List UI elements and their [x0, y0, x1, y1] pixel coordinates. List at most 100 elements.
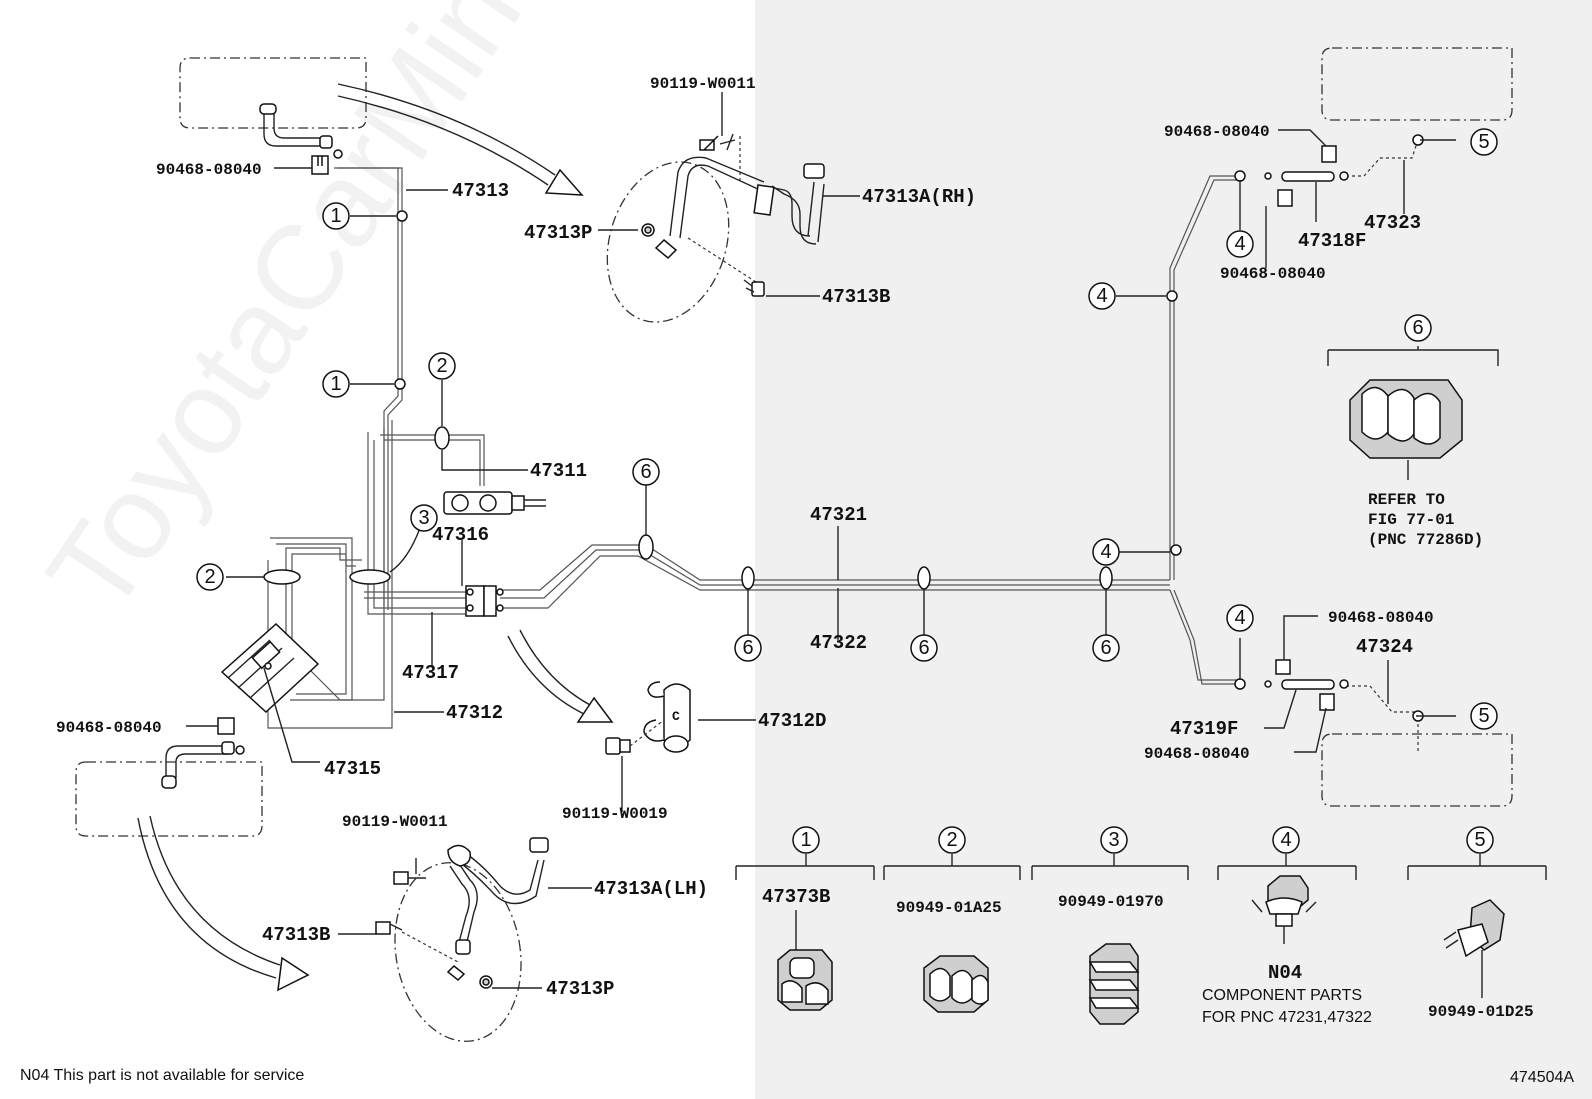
- bolt-90119-w0019: [605, 719, 665, 755]
- legend-callout-1: 1: [792, 826, 820, 854]
- clip-90468-tr1: [1321, 145, 1337, 163]
- label-refer-2: FIG 77-01: [1368, 511, 1454, 529]
- legend-bracket-4: [1217, 854, 1357, 880]
- label-47313A-rh: 47313A(RH): [862, 186, 976, 208]
- clip-90468-tr2: [1277, 189, 1293, 207]
- svg-text:5: 5: [1478, 705, 1489, 727]
- brake-valve-47311: [443, 491, 546, 515]
- legend-bracket-2: [883, 854, 1021, 880]
- clip-point-1b: [394, 378, 406, 390]
- label-47313B-top: 47313B: [822, 286, 890, 308]
- legend-callout-5: 5: [1466, 826, 1494, 854]
- callout-1-b: 1: [322, 370, 350, 398]
- clip-point-4c: [1234, 170, 1246, 182]
- callout-4-b: 4: [1092, 538, 1120, 566]
- footer-note: N04 This part is not available for servi…: [20, 1067, 304, 1084]
- clamp-6-b: [741, 566, 755, 590]
- svg-text:2: 2: [204, 566, 215, 588]
- label-47313P-bottom: 47313P: [546, 978, 614, 1000]
- arrow-to-lh-hose: [137, 815, 310, 992]
- leader-lines: [186, 92, 1456, 989]
- legend-bracket-3: [1031, 854, 1189, 880]
- legend-label-90949-01D25: 90949-01D25: [1428, 1003, 1534, 1021]
- label-47322: 47322: [810, 632, 867, 654]
- svg-text:4: 4: [1234, 233, 1245, 255]
- callout-4-a: 4: [1088, 282, 1116, 310]
- label-90119-w0019: 90119-W0019: [562, 805, 668, 823]
- svg-text:6: 6: [1412, 317, 1423, 339]
- svg-text:5: 5: [1478, 131, 1489, 153]
- arrow-to-rh-hose: [337, 83, 584, 196]
- callout-2-b: 2: [196, 563, 224, 591]
- pipe-to-rear-mid: [500, 549, 1170, 599]
- label-47312: 47312: [446, 702, 503, 724]
- callout-6-a: 6: [632, 458, 660, 486]
- callout-2-a: 2: [428, 352, 456, 380]
- clip-90468-left: [217, 717, 235, 735]
- label-refer-1: REFER TO: [1368, 491, 1445, 509]
- legend-label-47373B: 47373B: [762, 886, 830, 908]
- legend-clip-90949-01D25: [1443, 899, 1505, 998]
- svg-text:2: 2: [436, 355, 447, 377]
- label-47313: 47313: [452, 180, 509, 202]
- label-47313P-top: 47313P: [524, 222, 592, 244]
- label-47323: 47323: [1364, 212, 1421, 234]
- legend-label-90949-01970: 90949-01970: [1058, 893, 1164, 911]
- label-47317: 47317: [402, 662, 459, 684]
- legend-label-90949-01A25: 90949-01A25: [896, 899, 1002, 917]
- label-47313A-lh: 47313A(LH): [594, 878, 708, 900]
- label-90468-tr2: 90468-08040: [1220, 265, 1326, 283]
- label-90468-left: 90468-08040: [56, 719, 162, 737]
- label-47312D: 47312D: [758, 710, 826, 732]
- pipe-47319F-route-2: [1173, 589, 1240, 685]
- legend-label-component-1: COMPONENT PARTS: [1202, 987, 1362, 1004]
- arrow-to-47312D: [507, 629, 614, 723]
- legend-bracket-5: [1407, 854, 1547, 880]
- grommet-3: [349, 569, 391, 585]
- legend-callout-2: 2: [938, 826, 966, 854]
- union-block-47316: [465, 585, 504, 617]
- legend-clip-N04: [1251, 875, 1317, 944]
- clamp-6-illustration: [1327, 346, 1499, 480]
- label-47313B-bottom: 47313B: [262, 924, 330, 946]
- hose-47324-dotted: [1346, 685, 1419, 752]
- callout-5-a: 5: [1470, 128, 1498, 156]
- callout-5-b: 5: [1470, 702, 1498, 730]
- label-47319F: 47319F: [1170, 718, 1238, 740]
- body-outline-bottom-left: [75, 761, 263, 837]
- label-90119-w0011-bottom: 90119-W0011: [342, 813, 448, 831]
- clip-90468-mr2: [1319, 693, 1335, 711]
- legend-label-N04: N04: [1268, 962, 1302, 984]
- svg-text:3: 3: [418, 507, 429, 529]
- callout-4-d: 4: [1226, 604, 1254, 632]
- legend-clamp-90949-01970: [1088, 943, 1140, 1025]
- legend-callout-4: 4: [1272, 826, 1300, 854]
- svg-text:1: 1: [330, 373, 341, 395]
- clip-point-4b: [1170, 544, 1182, 556]
- hose-assembly-lh: [375, 837, 549, 1042]
- flex-hose-47319F: [1264, 679, 1349, 690]
- label-47316: 47316: [432, 524, 489, 546]
- callout-3: 3: [410, 504, 438, 532]
- label-90119-w0011-top: 90119-W0011: [650, 75, 756, 93]
- flexible-hose-bottom-left: [161, 741, 245, 789]
- callout-4-c: 4: [1226, 230, 1254, 258]
- body-outline-bottom-right: [1321, 733, 1513, 807]
- legend-label-component-2: FOR PNC 47231,47322: [1202, 1009, 1372, 1026]
- clip-point-4d: [1234, 678, 1246, 690]
- svg-text:C: C: [672, 709, 680, 724]
- callout-6-c: 6: [910, 634, 938, 662]
- callout-1-a: 1: [322, 202, 350, 230]
- body-outline-top-left: [179, 57, 367, 129]
- legend-callout-3: 3: [1100, 826, 1128, 854]
- callout-circles: 1 1 2 2 3 6 6 6 6 4 4 4 4 5 5 6 1 2 3 4 …: [196, 128, 1498, 854]
- label-47321: 47321: [810, 504, 867, 526]
- pipe-to-rear-upper: [500, 544, 1170, 591]
- pipe-47319F-route: [1169, 589, 1240, 681]
- svg-text:4: 4: [1100, 541, 1111, 563]
- svg-text:3: 3: [1108, 829, 1119, 851]
- label-refer-3: (PNC 77286D): [1368, 531, 1483, 549]
- svg-text:6: 6: [918, 637, 929, 659]
- hose-assembly-rh: [606, 133, 825, 323]
